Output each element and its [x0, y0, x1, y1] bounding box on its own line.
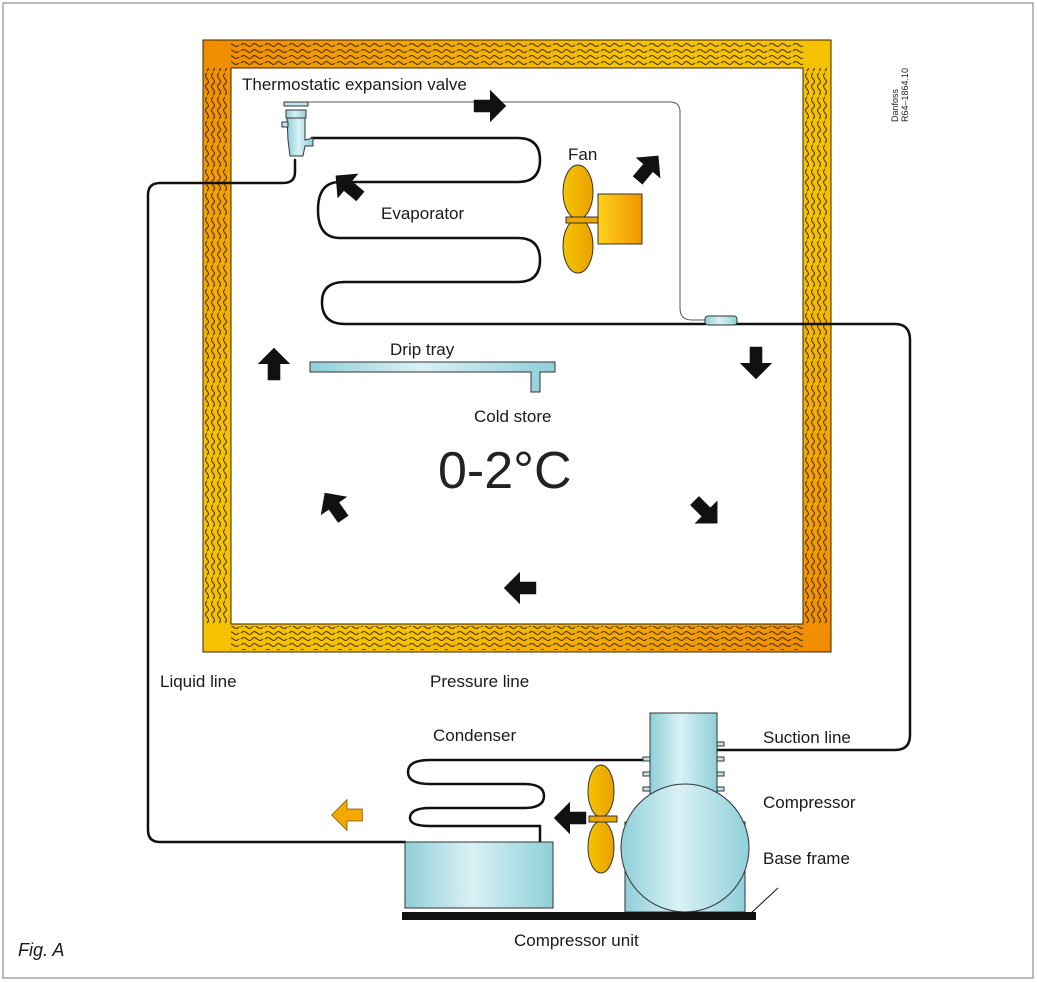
condenser-receiver — [404, 841, 554, 909]
condenser-fan — [587, 764, 618, 874]
label-suction-line: Suction line — [763, 728, 851, 747]
compressor — [620, 712, 750, 913]
label-expansion-valve: Thermostatic expansion valve — [242, 75, 467, 94]
label-drip-tray: Drip tray — [390, 340, 455, 359]
airflow-arrow-icon — [553, 801, 587, 835]
label-fan: Fan — [568, 145, 597, 164]
evaporator-fan — [562, 164, 643, 274]
capillary-tube — [288, 101, 706, 321]
drip-tray — [309, 361, 556, 393]
reference-code: Danfoss R64–1864.10 — [890, 68, 910, 122]
warm-air-arrow-icon — [331, 799, 363, 831]
refrigerant-piping — [146, 136, 912, 844]
reference-line-1: Danfoss — [890, 88, 900, 122]
label-compressor-unit: Compressor unit — [514, 931, 639, 950]
label-base-frame: Base frame — [763, 849, 850, 868]
suction-line-pipe — [715, 322, 912, 752]
reference-line-2: R64–1864.10 — [900, 68, 910, 122]
cold-store-walls — [202, 39, 832, 653]
base-frame-leader — [749, 887, 779, 915]
label-evaporator: Evaporator — [381, 204, 464, 223]
liquid-line-pipe — [146, 158, 407, 844]
label-liquid-line: Liquid line — [160, 672, 237, 691]
sensor-bulb — [704, 315, 738, 326]
expansion-valve — [281, 101, 314, 157]
figure-caption: Fig. A — [18, 940, 64, 960]
base-frame — [402, 912, 756, 920]
label-compressor: Compressor — [763, 793, 856, 812]
label-cold-store: Cold store — [474, 407, 551, 426]
label-temperature: 0-2°C — [438, 442, 572, 500]
pressure-line-pipe — [406, 758, 652, 844]
fan-motor — [597, 193, 643, 245]
label-condenser: Condenser — [433, 726, 517, 745]
evaporator-coil — [310, 136, 707, 326]
label-pressure-line: Pressure line — [430, 672, 529, 691]
